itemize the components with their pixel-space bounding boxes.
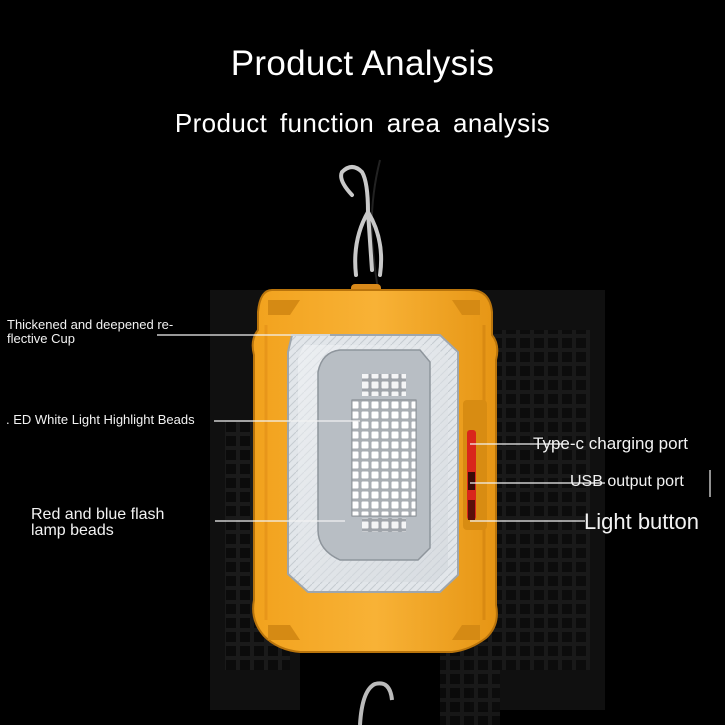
- callout-flash-beads: Red and blue flash lamp beads: [31, 507, 164, 539]
- callout-lines: [157, 334, 711, 522]
- callout-typec-port: Type-c charging port: [533, 434, 688, 453]
- callout-reflective-cup: Thickened and deepened re- flective Cup: [7, 317, 207, 347]
- callout-led-beads: . ED White Light Highlight Beads: [6, 412, 195, 427]
- callout-usb-port: USB output port: [570, 473, 684, 490]
- callout-flash-beads-line1: Red and blue flash: [31, 506, 165, 523]
- metal-hook: [339, 165, 384, 277]
- led-panel: [351, 374, 417, 532]
- page-title: Product Analysis: [230, 44, 495, 83]
- callout-flash-beads-line2: lamp beads: [31, 522, 114, 539]
- callout-light-button: Light button: [584, 509, 699, 534]
- callout-reflective-cup-line2: flective Cup: [7, 331, 75, 347]
- bottom-hook: [358, 681, 394, 725]
- side-ports: [463, 400, 487, 530]
- callout-reflective-cup-line1: Thickened and deepened re-: [7, 317, 174, 332]
- page-subtitle: Product function area analysis: [174, 108, 551, 138]
